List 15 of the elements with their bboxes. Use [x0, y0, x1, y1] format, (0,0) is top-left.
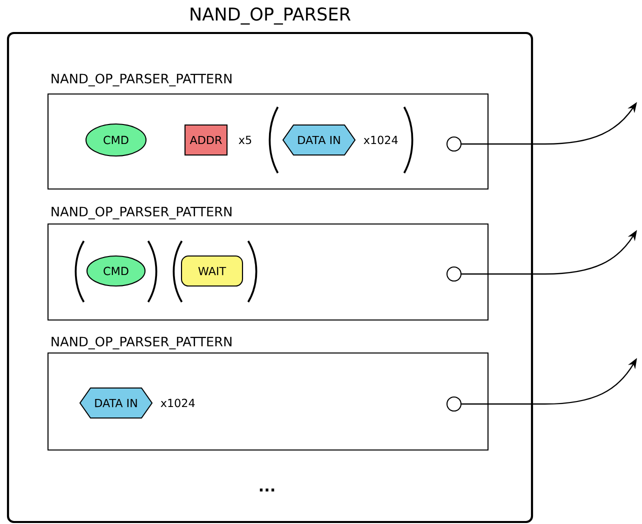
address-box: ADDR	[184, 124, 228, 156]
data-hexagon: DATA IN	[282, 124, 356, 156]
port-circle	[446, 136, 462, 152]
pattern-heading: NAND_OP_PARSER_PATTERN	[52, 336, 232, 350]
pattern-heading: NAND_OP_PARSER_PATTERN	[52, 206, 232, 220]
port-circle	[446, 396, 462, 412]
title: NAND_OP_PARSER	[190, 7, 351, 25]
data-hexagon: DATA IN	[79, 387, 153, 419]
port-circle	[446, 266, 462, 282]
repeat-count: x5	[238, 136, 252, 144]
ellipsis: ...	[260, 488, 274, 492]
pattern-heading: NAND_OP_PARSER_PATTERN	[52, 74, 232, 86]
repeat-count: x1024	[364, 136, 398, 144]
repeat-count: x1024	[160, 398, 195, 408]
wait-box: WAIT	[180, 255, 244, 287]
